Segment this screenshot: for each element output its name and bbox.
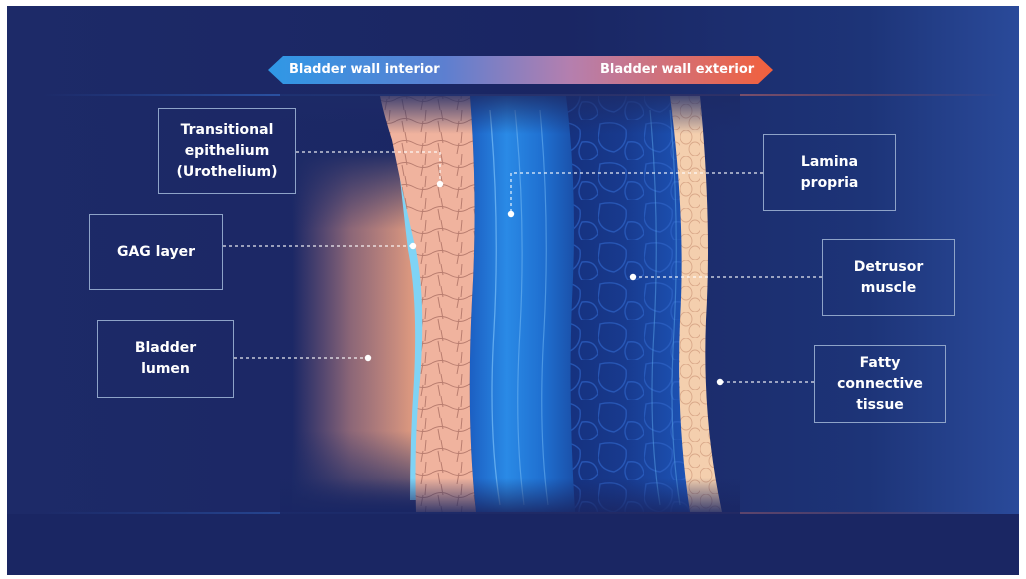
label-transitional-epithelium: Transitional epithelium (Urothelium)	[158, 108, 296, 194]
label-line: muscle	[861, 278, 916, 299]
label-fatty-connective-tissue: Fatty connective tissue	[814, 345, 946, 423]
arrow-label-exterior: Bladder wall exterior	[600, 62, 754, 78]
point-fatty	[717, 379, 723, 385]
arrow-label-interior: Bladder wall interior	[289, 62, 440, 78]
label-line: GAG layer	[117, 242, 195, 263]
point-urothelium	[437, 181, 443, 187]
label-line: connective	[837, 374, 923, 395]
label-line: epithelium	[185, 141, 270, 162]
label-line: lumen	[141, 359, 190, 380]
point-detrusor	[630, 274, 636, 280]
label-line: Detrusor	[854, 257, 924, 278]
label-line: Transitional	[181, 120, 274, 141]
label-detrusor-muscle: Detrusor muscle	[822, 239, 955, 316]
label-line: propria	[801, 173, 859, 194]
label-line: Bladder	[135, 338, 196, 359]
point-lumen	[365, 355, 371, 361]
point-lamina	[508, 211, 514, 217]
label-lamina-propria: Lamina propria	[763, 134, 896, 211]
label-line: Lamina	[801, 152, 858, 173]
label-bladder-lumen: Bladder lumen	[97, 320, 234, 398]
lamina-propria-layer	[470, 96, 575, 512]
label-line: tissue	[856, 395, 904, 416]
label-line: (Urothelium)	[177, 162, 278, 183]
point-gag	[410, 243, 416, 249]
label-gag-layer: GAG layer	[89, 214, 223, 290]
label-line: Fatty	[860, 353, 901, 374]
